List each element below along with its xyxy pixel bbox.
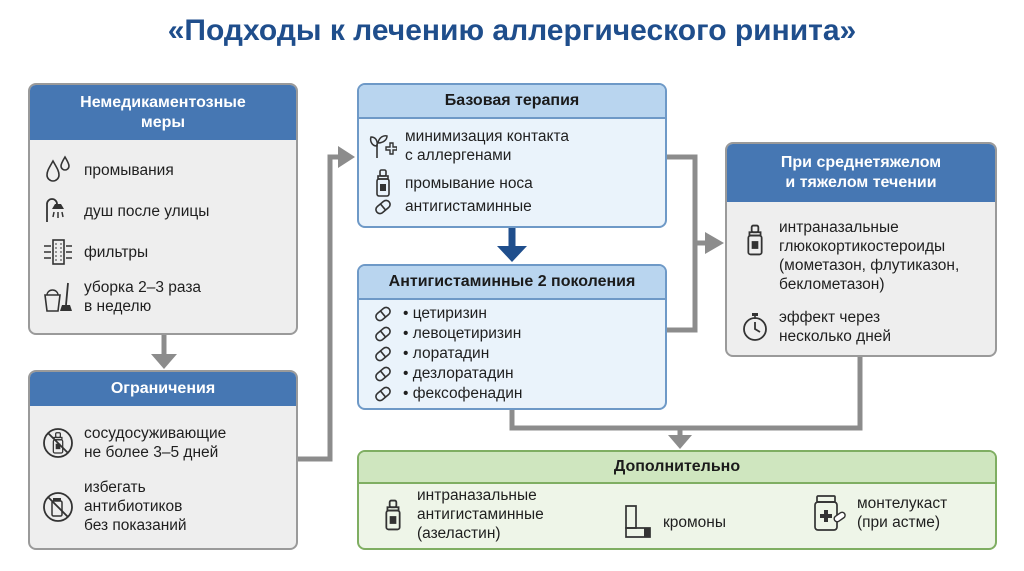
pill-icon	[369, 304, 397, 323]
water-drops-icon	[42, 155, 74, 185]
list-item: • фексофенадин	[369, 384, 522, 403]
additional-box: Дополнительно интраназальные антигистами…	[357, 450, 997, 550]
air-filter-icon	[42, 237, 74, 267]
non-drug-measures-box: Немедикаментозные меры промывания душ по…	[28, 83, 298, 335]
list-item: избегать антибиотиков без показаний	[42, 478, 187, 535]
list-item: фильтры	[42, 237, 148, 267]
list-item: • левоцетиризин	[369, 324, 521, 343]
no-antibiotics-icon	[42, 491, 74, 523]
list-item: • лоратадин	[369, 344, 489, 363]
base-therapy-header: Базовая терапия	[359, 85, 665, 119]
restrictions-header: Ограничения	[30, 372, 296, 406]
list-item: • цетиризин	[369, 304, 487, 323]
nasal-spray-icon	[369, 169, 397, 197]
page-title: «Подходы к лечению аллергического ринита…	[167, 14, 857, 47]
list-item: антигистаминные	[369, 197, 532, 216]
bucket-mop-icon	[42, 281, 74, 313]
nasal-spray-icon	[381, 499, 405, 531]
antihistamines-header: Антигистаминные 2 поколения	[359, 266, 665, 300]
no-nasal-spray-icon	[42, 427, 74, 459]
list-item: душ после улицы	[42, 196, 209, 226]
base-therapy-box: Базовая терапия минимизация контакта с а…	[357, 83, 667, 228]
severe-course-box: При среднетяжелом и тяжелом течении интр…	[725, 142, 997, 357]
list-item: эффект через несколько дней	[741, 308, 891, 346]
pill-icon	[369, 384, 397, 403]
list-item: кромоны	[617, 504, 726, 540]
list-item: сосудосуживающие не более 3–5 дней	[42, 424, 226, 462]
pill-icon	[369, 197, 397, 216]
additional-header: Дополнительно	[359, 452, 995, 484]
inhaler-icon	[617, 504, 657, 540]
list-item: промывания	[42, 155, 174, 185]
pill-icon	[369, 364, 397, 383]
plant-cross-icon	[369, 132, 397, 160]
list-item: • дезлоратадин	[369, 364, 514, 383]
list-item: интраназальные антигистаминные (азеласти…	[381, 486, 544, 543]
list-item: минимизация контакта с аллергенами	[369, 127, 569, 165]
severe-course-header: При среднетяжелом и тяжелом течении	[727, 144, 995, 202]
list-item: интраназальные глюкокортикостероиды (мом…	[741, 218, 959, 294]
list-item: промывание носа	[369, 169, 533, 197]
restrictions-box: Ограничения сосудосуживающие не более 3–…	[28, 370, 298, 550]
pill-icon	[369, 324, 397, 343]
nasal-spray-icon	[741, 224, 769, 256]
pill-bottle-icon	[811, 494, 847, 532]
shower-icon	[42, 196, 74, 226]
list-item: уборка 2–3 раза в неделю	[42, 278, 201, 316]
antihistamines-box: Антигистаминные 2 поколения • цетиризин …	[357, 264, 667, 410]
list-item: монтелукаст (при астме)	[811, 494, 947, 532]
pill-icon	[369, 344, 397, 363]
non-drug-header: Немедикаментозные меры	[30, 85, 296, 140]
stopwatch-icon	[741, 312, 769, 342]
